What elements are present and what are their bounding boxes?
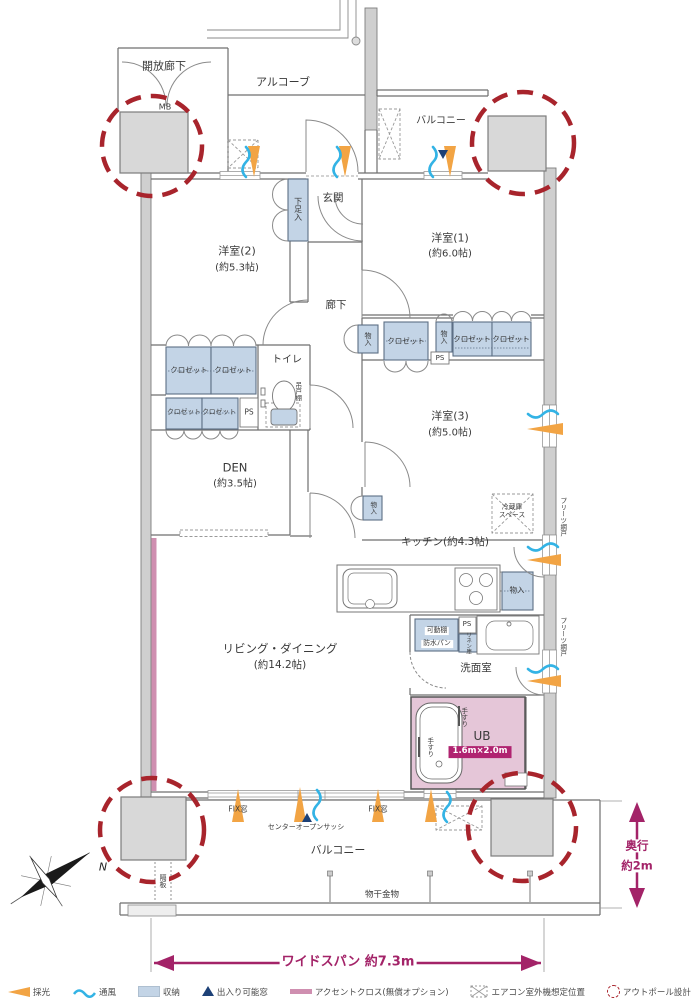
depth-measure-line2: 約2m <box>619 858 655 873</box>
measure-extensions <box>150 800 622 972</box>
swing-doors <box>121 61 545 748</box>
closet-label: クロゼット <box>170 365 208 375</box>
movable-shelf-label: 可動棚 <box>424 626 450 635</box>
closet-label: クロゼット <box>167 408 201 417</box>
room-label-balcony-bottom: バルコニー <box>310 843 366 857</box>
fridge-space-line1: 冷蔵庫 <box>501 503 523 512</box>
closet-label: クロゼット <box>453 334 491 344</box>
closet-label: クロゼット <box>214 365 252 375</box>
legend-accent-cloth: アクセントクロス(無償オプション) <box>289 986 449 998</box>
room-size-den: (約3.5帖) <box>213 478 257 490</box>
handrail-label: 手すり <box>459 707 468 727</box>
ventilation-icon <box>72 988 96 998</box>
toilet-fixture <box>260 380 298 426</box>
compass-icon <box>10 852 90 907</box>
room-label-western2: 洋室(2) <box>218 244 256 258</box>
outpole-icon <box>606 985 620 998</box>
compass-north-label: N <box>98 860 108 874</box>
room-label-open-corridor: 開放廊下 <box>142 59 186 73</box>
room-size-western2: (約5.3帖) <box>215 262 259 274</box>
room-label-entrance: 玄関 <box>322 191 344 204</box>
partition-label: 隔板 <box>156 874 170 888</box>
columns <box>119 111 554 861</box>
ps-label: PS <box>462 619 472 628</box>
legend-ac-outdoor: エアコン室外機想定位置 <box>470 985 585 998</box>
legend-daylight: 採光 <box>8 986 50 998</box>
room-label-western1: 洋室(1) <box>431 231 469 245</box>
fix-window-label: FIX窓 <box>228 804 248 814</box>
legend-daylight-label: 採光 <box>33 987 51 998</box>
accent-cloth-icon <box>289 989 312 994</box>
room-label-bath: UB <box>473 729 491 744</box>
storage-label: 物入 <box>364 332 373 346</box>
pleated-screen-label: プリーツ網戸 <box>558 617 567 657</box>
room-label-living: リビング・ダイニング <box>222 641 338 656</box>
mb-label: MB <box>158 102 172 112</box>
room-label-western3: 洋室(3) <box>431 409 469 423</box>
room-label-hallway: 廊下 <box>325 298 347 311</box>
fridge-space-label: 冷蔵庫スペース <box>498 503 526 520</box>
storage-label: 物入 <box>368 501 377 515</box>
daylight-arrows <box>232 146 563 822</box>
vanity-fixture <box>476 615 540 655</box>
room-label-toilet: トイレ <box>272 354 302 366</box>
room-label-den: DEN <box>222 460 248 475</box>
linen-cabinet-label: リネン庫 <box>465 632 472 654</box>
legend-ac-outdoor-label: エアコン室外機想定位置 <box>491 987 585 998</box>
closet-doors <box>165 178 532 611</box>
room-label-washroom: 洗面室 <box>460 661 492 674</box>
outpole-circles <box>97 89 579 885</box>
wide-span-measure: ワイドスパン 約7.3m <box>279 954 417 971</box>
room-size-western1: (約6.0帖) <box>428 248 472 260</box>
hanging-cupboard-label: 吊戸棚 <box>293 381 302 401</box>
storage-icon <box>137 986 160 997</box>
pleated-screen-label: プリーツ網戸 <box>558 497 567 537</box>
legend-storage-label: 収納 <box>162 987 180 998</box>
passable-window-icon <box>201 986 214 996</box>
bath-size-badge: 1.6m×2.0m <box>448 746 512 758</box>
outer-walls <box>140 7 557 801</box>
fix-window-label: FIX窓 <box>368 804 388 814</box>
legend-outpole: アウトポール設計 <box>606 985 691 998</box>
room-label-balcony-top: バルコニー <box>416 115 466 127</box>
storage-label: 物入 <box>509 585 525 595</box>
legend-outpole-label: アウトポール設計 <box>622 987 691 998</box>
ps-label: PS <box>433 353 447 363</box>
storage-label: 物入 <box>440 330 449 344</box>
legend-storage: 収納 <box>137 986 180 998</box>
ps-label: PS <box>244 407 254 417</box>
legend-ventilation: 通風 <box>72 986 116 998</box>
center-sash-label: センターオープンサッシ <box>267 822 345 831</box>
closet-label: クロゼット <box>492 334 530 344</box>
handrail-label: 手すり <box>425 737 434 757</box>
room-size-western3: (約5.0帖) <box>428 427 472 439</box>
storage-pipes <box>168 338 531 592</box>
legend-accent-cloth-label: アクセントクロス(無償オプション) <box>314 987 449 998</box>
closet-label: クロゼット <box>387 336 425 346</box>
room-size-living: (約14.2帖) <box>253 658 307 671</box>
legend-ventilation-label: 通風 <box>98 987 116 998</box>
room-label-kitchen: キッチン(約4.3帖) <box>401 535 489 548</box>
kitchen-fixtures <box>336 564 501 613</box>
legend-passable-window-label: 出入り可能窓 <box>216 987 268 998</box>
ac-outdoor-icon <box>470 985 488 998</box>
fridge-space-line2: スペース <box>498 511 526 519</box>
waterproof-pan-label: 防水パン <box>421 639 453 648</box>
closet-label: クロゼット <box>202 408 236 417</box>
drying-hardware-label: 物干金物 <box>362 890 402 901</box>
ps-boxes <box>239 351 477 634</box>
ventilation-arrows <box>241 145 560 824</box>
passable-window-marks <box>302 150 448 822</box>
depth-arrow <box>629 802 645 908</box>
legend-bar: 採光 通風 収納 出入り可能窓 アクセントクロス(無償オプション) エアコン室外… <box>0 985 699 998</box>
accent-cloth-strip <box>151 538 157 791</box>
depth-measure-line1: 奥行 <box>623 838 651 853</box>
shoe-box-label: 下足入 <box>293 197 303 221</box>
legend-passable-window: 出入り可能窓 <box>201 986 268 998</box>
room-label-alcove: アルコーブ <box>255 75 311 89</box>
daylight-icon <box>8 986 30 997</box>
top-service-lines <box>207 0 361 46</box>
